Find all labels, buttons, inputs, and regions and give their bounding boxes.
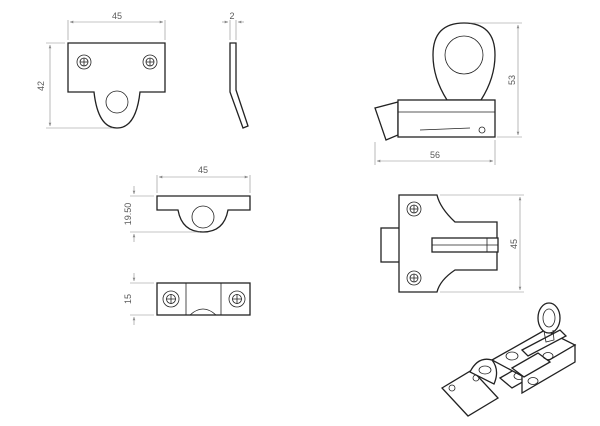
dim-keeper-height: 19.50 — [123, 203, 133, 226]
bolt-side-view — [374, 22, 522, 165]
keeper-plate-side-view — [222, 20, 249, 129]
dim-bolt-length: 56 — [430, 150, 440, 160]
bolt-body-front-view — [380, 194, 524, 293]
dim-keeper-width: 45 — [198, 165, 208, 175]
dim-plate-thickness: 2 — [229, 11, 234, 21]
keeper-top-view — [130, 175, 251, 242]
dim-body-height: 45 — [509, 239, 519, 249]
keeper-front-view — [130, 273, 251, 325]
dim-keeper-depth: 15 — [123, 294, 133, 304]
dim-plate-width: 45 — [112, 11, 122, 21]
dim-bolt-height: 53 — [507, 75, 517, 85]
keeper-plate-front-view — [46, 20, 166, 129]
isometric-view — [440, 302, 577, 417]
dim-plate-height: 42 — [36, 81, 46, 91]
